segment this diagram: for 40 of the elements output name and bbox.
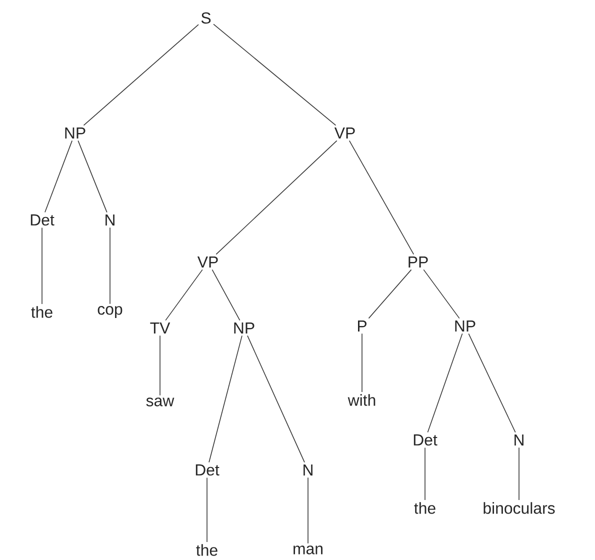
tree-label: Det [414, 434, 438, 446]
branch-line [468, 333, 516, 433]
tree-label: NP [455, 320, 476, 332]
tree-label: S [201, 12, 211, 24]
tree-label: saw [146, 398, 174, 406]
tree-label: TV [150, 322, 170, 334]
tree-label: N [304, 464, 312, 476]
tree-label: P [358, 320, 366, 332]
tree-label: with [348, 394, 376, 406]
tree-label: Det [30, 214, 54, 226]
tree-label: N [514, 434, 524, 446]
branch-line [247, 335, 305, 463]
tree-label: VP [197, 256, 218, 268]
branch-line [212, 269, 240, 321]
branch-line [348, 140, 414, 255]
branch-line [44, 140, 72, 213]
branch-line [427, 333, 463, 433]
tree-label: VP [334, 128, 355, 138]
branch-line [78, 140, 108, 213]
tree-label: PP [408, 256, 428, 268]
tree-label: NP [234, 322, 254, 334]
tree-label: the [31, 306, 52, 318]
branch-line [518, 447, 520, 500]
branch-line [216, 140, 338, 255]
branch-line [208, 335, 242, 463]
branch-line [206, 477, 208, 542]
tree-label: the [196, 544, 218, 556]
branch-line [423, 269, 460, 319]
branch-line [424, 447, 426, 500]
branch-line [165, 269, 203, 321]
tree-label: Det [196, 464, 220, 476]
tree-label: N [106, 214, 114, 226]
branch-line [213, 24, 336, 126]
tree-label: man [294, 546, 322, 554]
tree-label: the [414, 502, 436, 514]
tree-label: binoculars [484, 502, 555, 514]
tree-label: NP [65, 128, 86, 138]
branch-line [83, 24, 199, 126]
tree-label: cop [98, 306, 122, 318]
branch-line [368, 269, 412, 319]
